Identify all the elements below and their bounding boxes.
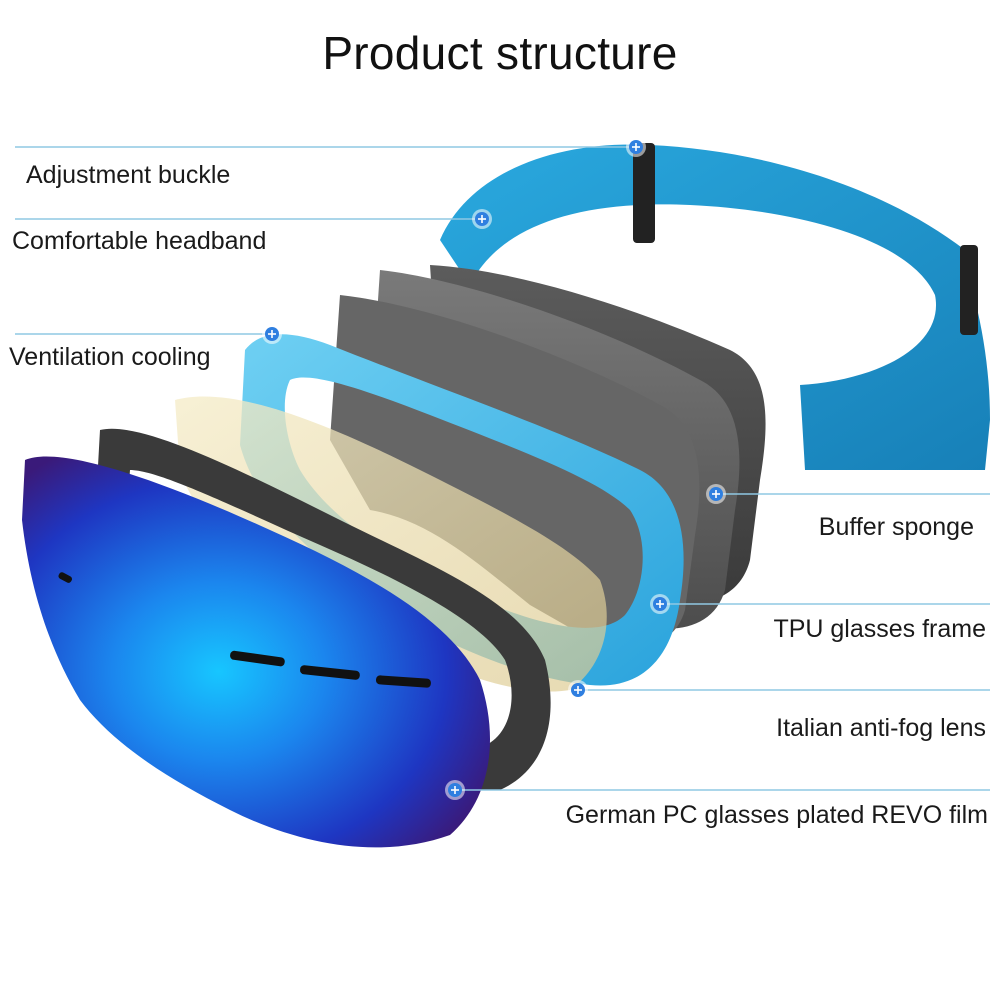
plus-marker-icon (445, 780, 465, 800)
lens-vent-slots (58, 572, 431, 688)
headband-strap (440, 143, 990, 470)
label-comfortable-headband: Comfortable headband (12, 227, 267, 255)
plus-marker-icon (568, 680, 588, 700)
label-german-pc-lens: German PC glasses plated REVO film (565, 801, 988, 829)
label-tpu-glasses-frame: TPU glasses frame (773, 615, 986, 643)
strap-side-clip (960, 245, 978, 335)
plus-marker-icon (626, 137, 646, 157)
label-ventilation-cooling: Ventilation cooling (9, 343, 211, 371)
strap-buckle (633, 143, 655, 243)
plus-marker-icon (706, 484, 726, 504)
plus-marker-icon (472, 209, 492, 229)
plus-marker-icon (262, 324, 282, 344)
plus-marker-icon (650, 594, 670, 614)
label-adjustment-buckle: Adjustment buckle (26, 161, 231, 189)
label-buffer-sponge: Buffer sponge (818, 513, 974, 541)
leader-lines (15, 146, 990, 791)
label-italian-anti-fog-lens: Italian anti-fog lens (776, 714, 986, 742)
page-title: Product structure (322, 27, 678, 79)
revo-outer-lens (22, 456, 490, 848)
